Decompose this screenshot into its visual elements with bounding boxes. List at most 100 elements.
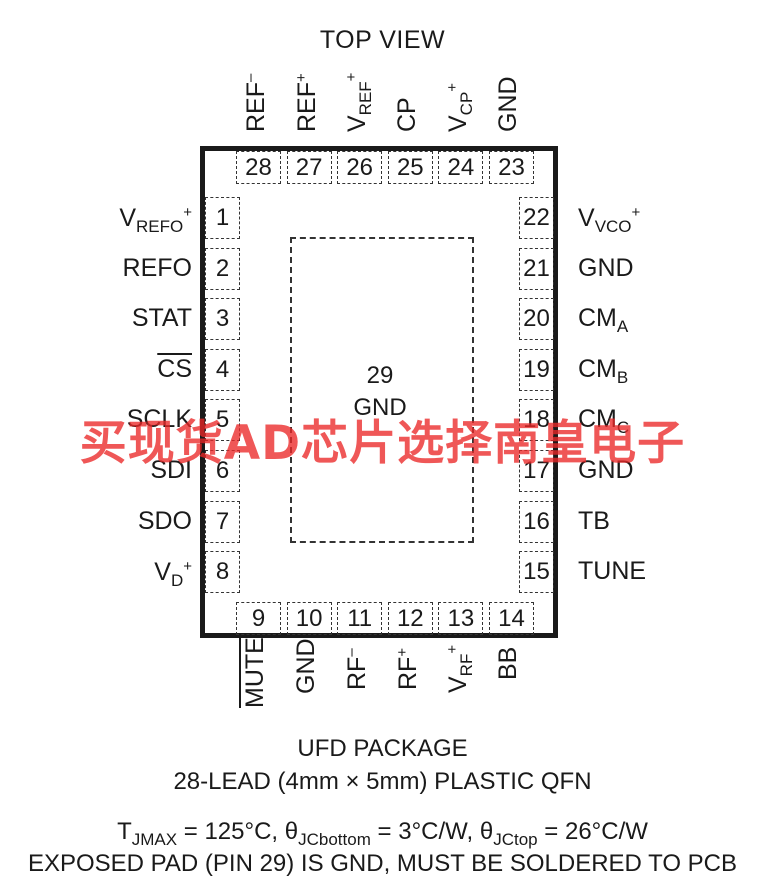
pin-box-right: 17 xyxy=(519,450,554,492)
pin-box-left: 7 xyxy=(205,500,240,543)
pin-box-right: 16 xyxy=(519,500,554,543)
pin-label-base: CP xyxy=(392,97,421,132)
pin-label-base: V xyxy=(154,558,171,587)
pin-label-superscript: – xyxy=(242,73,259,82)
pin-label-base: SDO xyxy=(137,506,192,535)
pin-number: 26 xyxy=(346,153,374,181)
pin-number: 12 xyxy=(396,604,424,632)
theta-top-value: = 26°C/W xyxy=(537,818,648,845)
pin-label-left: STAT xyxy=(132,306,192,331)
pin-label-superscript: + xyxy=(183,558,192,576)
pin-label-left: VD+ xyxy=(154,559,192,589)
pin-number: 8 xyxy=(215,558,230,586)
pin-label-base: TB xyxy=(578,506,610,535)
pin-label-left: SCLK xyxy=(127,407,192,432)
pin-label-subscript: REFO xyxy=(136,217,184,236)
pin-label-base: REFO xyxy=(122,253,192,282)
pin-label-base: GND xyxy=(291,638,320,694)
pin-box-top: 23 xyxy=(489,151,534,184)
pin-label-base: GND xyxy=(578,253,634,282)
pin-box-bottom: 14 xyxy=(489,602,534,635)
pin-label-top: REF+ xyxy=(292,73,321,132)
pin-label-subscript: A xyxy=(616,317,629,337)
pin-label-top: VCP+ xyxy=(444,82,477,132)
pin-label-right: CMC xyxy=(578,405,629,437)
pin-box-top: 26 xyxy=(337,151,383,184)
pin-box-top: 28 xyxy=(236,151,281,184)
pin-label-bottom: RF– xyxy=(343,648,372,690)
pin-label-base: BB xyxy=(494,646,522,680)
pin-number: 24 xyxy=(447,153,475,181)
pin-number: 28 xyxy=(245,153,272,181)
pin-label-superscript: + xyxy=(631,204,641,221)
pin-label-right: GND xyxy=(578,253,634,282)
pin-box-right: 19 xyxy=(519,348,554,391)
pin-box-left: 6 xyxy=(205,450,240,492)
pin-label-superscript: + xyxy=(444,82,462,92)
pin-number: 16 xyxy=(523,507,550,535)
pin-number: 6 xyxy=(215,457,230,484)
pin-label-superscript: + xyxy=(393,647,411,657)
pin-number: 22 xyxy=(523,204,550,231)
exposed-pad-note: EXPOSED PAD (PIN 29) IS GND, MUST BE SOL… xyxy=(27,850,738,877)
watermark: 买现货AD芯片选择南皇电子 xyxy=(79,416,686,471)
pin-label-left: SDO xyxy=(137,506,192,535)
pin-box-right: 22 xyxy=(519,197,554,239)
pin-number: 4 xyxy=(215,355,230,383)
pin-number: 7 xyxy=(215,507,230,535)
pin-number: 9 xyxy=(251,604,266,632)
pin-box-right: 20 xyxy=(519,298,554,341)
pin-label-subscript: CP xyxy=(457,91,477,116)
theta-top-subscript: JCtop xyxy=(493,830,538,849)
pin-label-base: CM xyxy=(578,354,617,383)
pin-label-base: RF xyxy=(343,656,372,690)
pin-number: 10 xyxy=(295,604,323,632)
pin-number: 21 xyxy=(523,254,550,282)
pin-number: 11 xyxy=(347,604,373,632)
pin-label-subscript: VCO xyxy=(594,217,632,236)
pin-label-left: SDI xyxy=(150,458,192,483)
pin-box-right: 21 xyxy=(519,247,554,290)
pin-label-right: CMB xyxy=(578,354,628,386)
pin-number: 23 xyxy=(498,153,525,181)
pin-label-right: GND xyxy=(578,458,634,483)
pin-label-base: REF xyxy=(292,82,321,132)
pin-label-base: RF xyxy=(393,656,422,690)
theta-top-symbol: θ xyxy=(479,818,494,845)
pin-box-left: 4 xyxy=(205,348,240,391)
package-description: 28-LEAD (4mm × 5mm) PLASTIC QFN xyxy=(173,768,592,795)
pin-label-right: TUNE xyxy=(578,559,646,584)
pin-label-base: V xyxy=(343,115,372,132)
pin-label-top: GND xyxy=(494,76,522,132)
pin-box-top: 25 xyxy=(387,151,433,184)
pin-number: 18 xyxy=(523,406,550,434)
pin-label-base: V xyxy=(444,676,473,693)
pin-box-right: 18 xyxy=(519,399,554,442)
diagram-title: TOP VIEW xyxy=(319,26,446,54)
pin-box-bottom: 9 xyxy=(236,602,281,635)
pin-box-left: 3 xyxy=(205,298,240,341)
pin-number: 2 xyxy=(215,254,230,282)
pin-box-right: 15 xyxy=(519,551,554,594)
pin-label-superscript: + xyxy=(183,204,192,221)
pin-label-bottom: RF+ xyxy=(393,647,422,690)
pin-label-base: GND xyxy=(494,76,522,132)
pin-box-top: 24 xyxy=(438,151,484,184)
exposed-pad-number: 29 xyxy=(366,362,394,389)
pin-number: 13 xyxy=(447,604,475,632)
pin-label-left: CS xyxy=(157,356,192,382)
pin-box-bottom: 13 xyxy=(438,602,484,635)
pin-label-base: MUTE xyxy=(241,637,269,708)
pin-number: 3 xyxy=(215,305,230,333)
pin-label-bottom: VRF+ xyxy=(444,644,476,693)
pin-label-subscript: REF xyxy=(356,81,376,116)
pin-label-base: CM xyxy=(578,405,617,434)
exposed-pad-name: GND xyxy=(353,394,407,421)
pin-label-superscript: + xyxy=(444,644,462,654)
pin-label-left: VREFO+ xyxy=(119,205,192,235)
pin-label-bottom: BB xyxy=(494,646,522,680)
pin-label-base: SCLK xyxy=(126,405,192,434)
pin-label-left: REFO xyxy=(122,253,192,282)
pin-number: 27 xyxy=(295,153,323,181)
pin-label-base: V xyxy=(119,204,136,232)
